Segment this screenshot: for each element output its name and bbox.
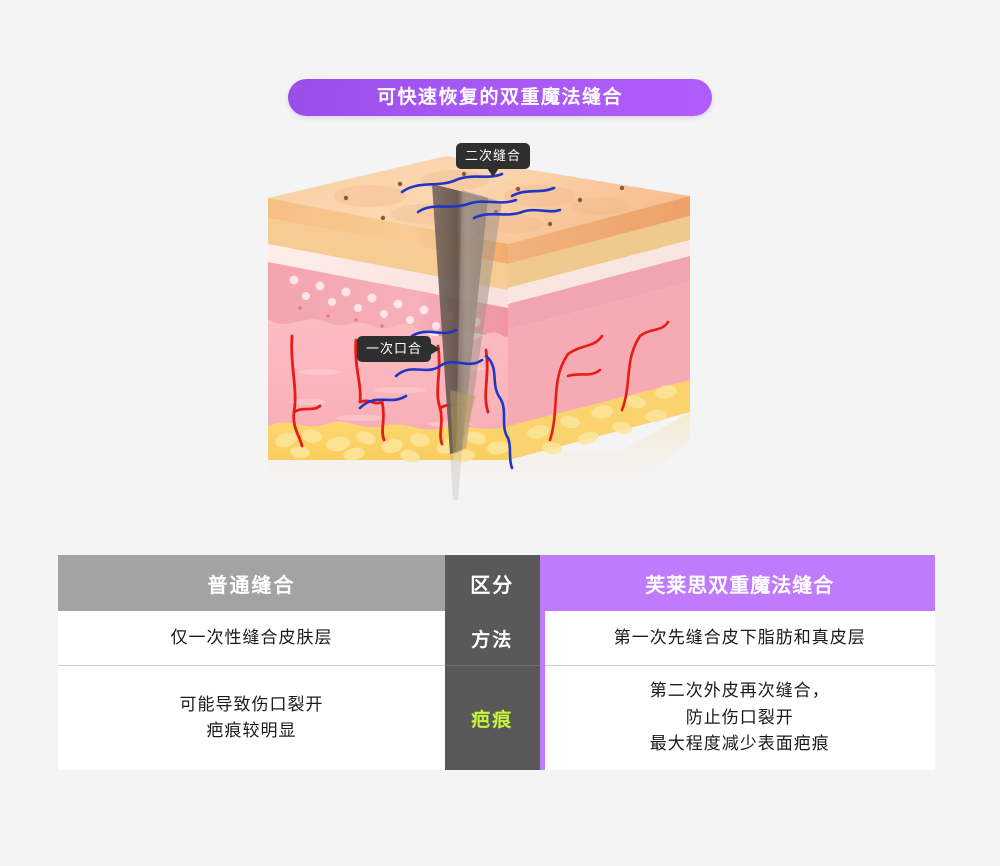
callout-secondary-suture-label: 二次缝合 — [465, 148, 522, 163]
header-title-pill: 可快速恢复的双重魔法缝合 — [288, 79, 712, 116]
callout-primary-closure-label: 一次口合 — [366, 341, 423, 356]
cell-criteria-scar: 疤痕 — [445, 665, 545, 770]
page-title: 可快速恢复的双重魔法缝合 — [376, 87, 623, 108]
cell-ordinary-scar: 可能导致伤口裂开 疤痕较明显 — [58, 665, 445, 770]
callout-secondary-suture: 二次缝合 — [456, 143, 531, 177]
callout-primary-closure: 一次口合 — [357, 336, 441, 362]
wound-wedge — [432, 184, 502, 500]
skin-cross-section-diagram — [250, 140, 750, 540]
cell-magic-method: 第一次先缝合皮下脂肪和真皮层 — [542, 611, 935, 666]
blood-vessels — [290, 334, 490, 448]
table-header-criteria: 区分 — [445, 555, 545, 611]
table-header-magic: 芙莱思双重魔法缝合 — [542, 555, 935, 611]
comparison-table: 普通缝合 区分 芙莱思双重魔法缝合 仅一次性缝合皮肤层 方法 第一次先缝合皮下脂… — [58, 555, 935, 770]
table-header-ordinary: 普通缝合 — [58, 555, 445, 611]
block-right-face — [508, 196, 690, 460]
table-row: 可能导致伤口裂开 疤痕较明显 疤痕 第二次外皮再次缝合， 防止伤口裂开 最大程度… — [58, 665, 935, 770]
cell-magic-scar: 第二次外皮再次缝合， 防止伤口裂开 最大程度减少表面疤痕 — [542, 665, 935, 770]
cell-ordinary-method: 仅一次性缝合皮肤层 — [58, 611, 445, 666]
table-header-row: 普通缝合 区分 芙莱思双重魔法缝合 — [58, 555, 935, 611]
subcutaneous-fat-layer — [268, 385, 677, 463]
cell-criteria-method: 方法 — [445, 611, 545, 666]
table-row: 仅一次性缝合皮肤层 方法 第一次先缝合皮下脂肪和真皮层 — [58, 611, 935, 666]
